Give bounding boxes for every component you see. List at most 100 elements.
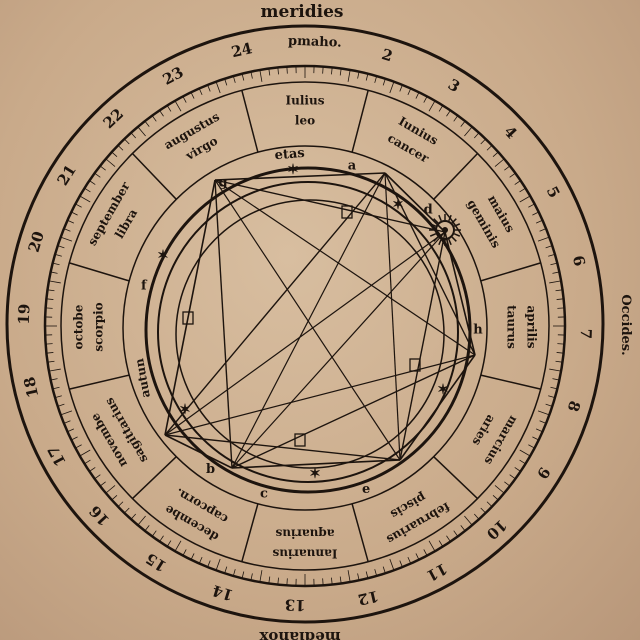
- month-divider: [131, 152, 177, 200]
- degree-tick: [268, 68, 271, 76]
- degree-tick: [399, 84, 403, 92]
- month-divider: [351, 90, 369, 153]
- ring-letter: a: [348, 158, 357, 173]
- star-icon: ✶: [437, 382, 449, 398]
- degree-tick: [528, 444, 535, 449]
- degree-tick: [331, 577, 333, 585]
- degree-tick: [124, 507, 130, 514]
- ring-letter: b: [206, 462, 215, 477]
- degree-tick: [268, 576, 271, 584]
- degree-tick: [144, 525, 150, 532]
- degree-tick: [473, 513, 480, 520]
- degree-tick: [365, 571, 369, 579]
- degree-tick: [539, 228, 547, 232]
- degree-tick: [556, 352, 564, 354]
- hour-number: 23: [160, 63, 187, 89]
- degree-tick: [215, 81, 221, 94]
- degree-tick: [94, 172, 101, 178]
- degree-tick: [46, 352, 54, 354]
- degree-tick: [250, 71, 253, 79]
- degree-tick: [548, 395, 556, 399]
- hour-number: 9: [533, 464, 554, 482]
- degree-tick: [382, 78, 386, 86]
- degree-tick: [144, 120, 150, 127]
- degree-tick: [50, 271, 58, 274]
- hour-number: 10: [483, 516, 511, 543]
- degree-tick: [130, 513, 137, 520]
- degree-tick: [75, 203, 82, 208]
- aspect-line: [214, 179, 476, 356]
- degree-tick: [535, 428, 543, 433]
- outer-hour-ring: [5, 24, 605, 624]
- degree-tick: [509, 172, 516, 178]
- degree-tick: [84, 187, 91, 193]
- star-icon: ✶: [157, 248, 169, 264]
- scale-ring-inner: [60, 81, 550, 571]
- hour-number: 22: [100, 105, 128, 132]
- degree-tick: [190, 553, 195, 560]
- degree-tick: [117, 145, 124, 151]
- hour-number: 11: [423, 559, 450, 585]
- degree-tick: [550, 386, 558, 390]
- star-icon: ✶: [179, 402, 191, 418]
- degree-tick: [509, 474, 516, 480]
- degree-tick: [215, 558, 221, 571]
- degree-tick: [277, 67, 279, 75]
- degree-tick: [75, 444, 82, 449]
- degree-tick: [555, 360, 563, 363]
- month-label-month: aprilis: [525, 306, 539, 349]
- degree-tick: [347, 69, 351, 82]
- inner-disk[interactable]: [157, 181, 459, 483]
- month-dividers: [69, 90, 541, 562]
- month-divider: [480, 374, 541, 390]
- hour-number: 6: [569, 254, 589, 268]
- hour-number: 16: [86, 502, 113, 530]
- degree-tick: [277, 577, 279, 585]
- degree-tick: [71, 436, 78, 441]
- degree-tick: [545, 403, 553, 407]
- aspect-line: [214, 179, 401, 461]
- degree-tick: [438, 540, 444, 547]
- degree-tick: [407, 88, 412, 96]
- season-etas: etas: [274, 146, 305, 164]
- degree-tick: [382, 566, 386, 574]
- degree-tick: [389, 81, 395, 94]
- degree-tick: [60, 236, 73, 242]
- degree-tick: [347, 570, 351, 583]
- hour-number: 13: [284, 595, 305, 614]
- sun-icon: [429, 214, 461, 246]
- degree-tick: [453, 115, 459, 122]
- month-label-sign: scorpio: [92, 302, 106, 351]
- degree-tick: [415, 92, 420, 99]
- month-label-month: Ianuarius: [272, 547, 337, 561]
- degree-tick: [182, 549, 187, 556]
- month-label-sign: leo: [295, 114, 315, 128]
- degree-tick: [89, 467, 96, 472]
- degree-tick: [60, 410, 73, 416]
- degree-tick: [423, 549, 428, 556]
- degree-tick: [111, 494, 118, 501]
- hour-number: 14: [210, 581, 235, 604]
- degree-tick: [492, 151, 499, 158]
- ring-letter: e: [362, 482, 370, 497]
- hour-number: 3: [445, 75, 463, 96]
- degree-tick: [535, 219, 543, 224]
- degree-tick: [207, 84, 211, 92]
- degree-tick: [494, 158, 505, 167]
- degree-tick: [331, 67, 333, 75]
- degree-tick: [545, 245, 553, 249]
- degree-tick: [94, 474, 101, 480]
- degree-tick: [47, 289, 55, 292]
- star-icon: ✶: [287, 162, 299, 178]
- month-divider: [480, 262, 541, 282]
- month-divider: [241, 503, 259, 562]
- degree-tick: [198, 556, 203, 564]
- aspect-line: [231, 354, 476, 469]
- degree-tick: [232, 569, 236, 577]
- degree-tick: [460, 120, 466, 127]
- aspect-line: [164, 354, 476, 436]
- degree-tick: [389, 558, 395, 571]
- degree-tick: [486, 501, 493, 507]
